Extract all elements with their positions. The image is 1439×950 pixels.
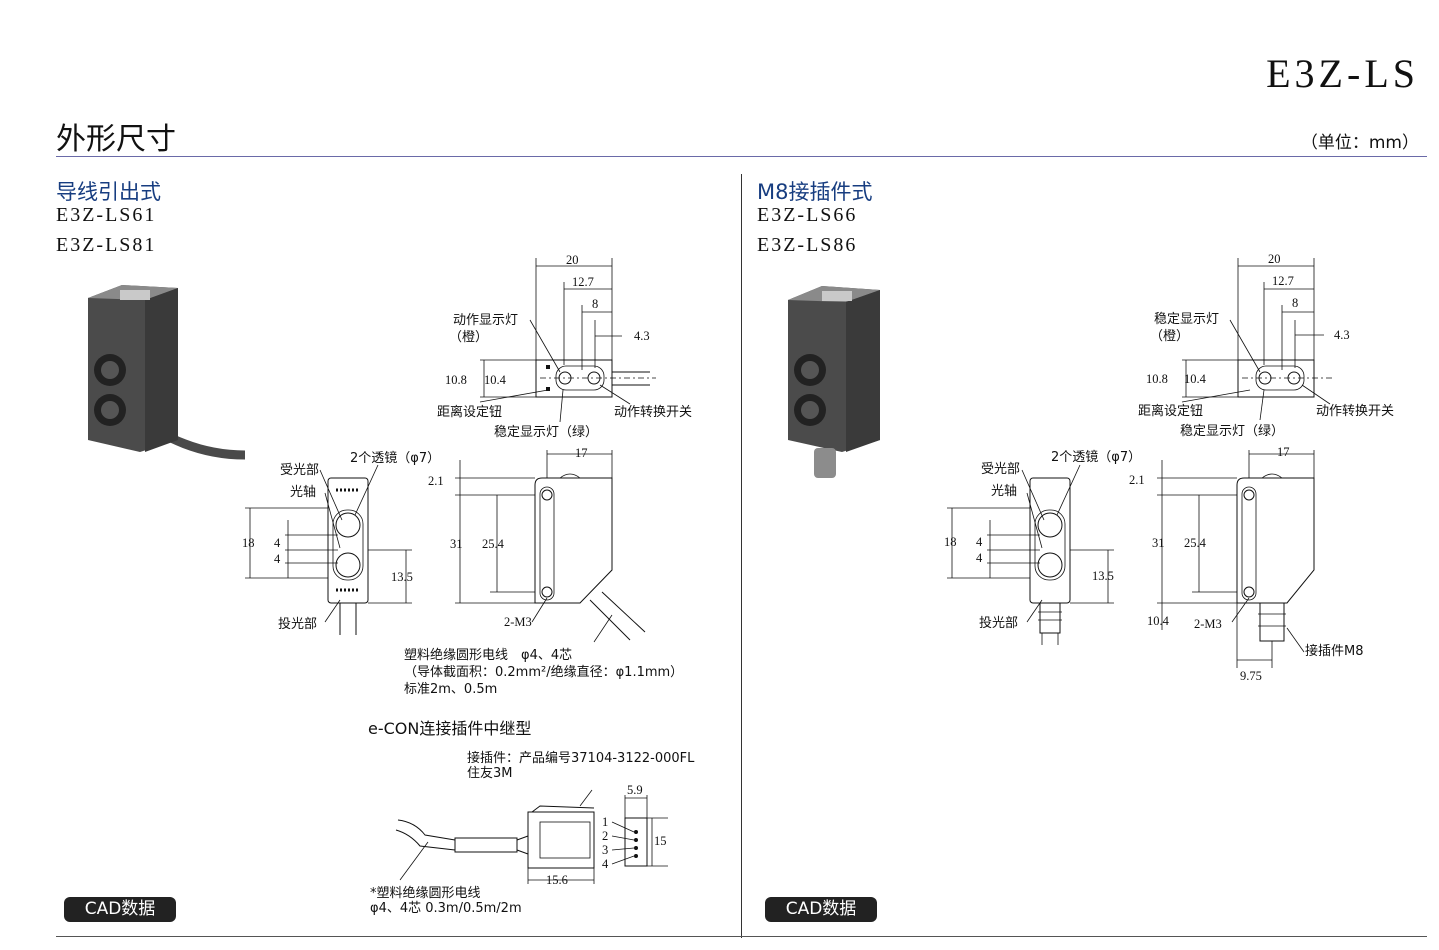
r-label-orange: （橙）: [1150, 329, 1189, 344]
front-view-m8: [947, 464, 1114, 645]
sensor-photo-m8: [788, 286, 880, 478]
r-dim-10-4: 10.4: [1184, 372, 1207, 386]
label-distance-knob: 距离设定钮: [437, 404, 502, 420]
dim-25-4: 25.4: [482, 537, 505, 551]
dim-10-4: 10.4: [484, 373, 507, 387]
header-rule: [56, 156, 1427, 157]
dim-10-8: 10.8: [445, 373, 467, 387]
right-section-title: M8接插件式: [757, 180, 873, 204]
r-dim-9-75: 9.75: [1240, 669, 1262, 683]
dim-12-7: 12.7: [572, 275, 594, 289]
left-drawing: 20 12.7 8 4.3 10.8 10.4 动作显示灯 （橙） 距离设定钮 …: [88, 253, 695, 916]
label-lens: 2个透镜（φ7）: [350, 451, 440, 466]
dim-20: 20: [566, 253, 579, 267]
r-dim-20: 20: [1268, 252, 1281, 266]
dim-4a: 4: [274, 536, 281, 550]
top-view-m8: [1181, 258, 1332, 421]
r-label-optical-axis: 光轴: [991, 484, 1017, 499]
cable-note-1: 塑料绝缘圆形电线 φ4、4芯: [404, 647, 572, 663]
econ-title: e-CON连接插件中继型: [368, 719, 531, 738]
econ-pin-4: 4: [602, 857, 609, 871]
right-drawing: 20 12.7 8 4.3 10.8 10.4 稳定显示灯 （橙） 距离设定钮 …: [788, 252, 1394, 683]
sensor-photo-cable: [88, 285, 246, 460]
r-label-stable-led: 稳定显示灯: [1154, 311, 1219, 327]
r-label-emitter: 投光部: [979, 615, 1018, 631]
column-divider: [741, 174, 742, 938]
r-dim-2-1: 2.1: [1129, 473, 1145, 487]
right-model-1: E3Z-LS66: [757, 204, 858, 226]
econ-connector-note-1: 接插件：产品编号37104-3122-000FL: [467, 750, 695, 766]
cable-note-3: 标准2m、0.5m: [404, 682, 497, 697]
econ-cable-note-1: *塑料绝缘圆形电线: [370, 885, 481, 901]
left-model-1: E3Z-LS61: [56, 204, 157, 226]
right-model-2: E3Z-LS86: [757, 234, 858, 256]
footer-rule: [56, 936, 1427, 937]
dim-8: 8: [592, 297, 598, 311]
r-dim-17: 17: [1277, 445, 1290, 459]
dim-4b: 4: [274, 552, 281, 566]
top-view: [479, 258, 656, 423]
left-model-2: E3Z-LS81: [56, 234, 157, 256]
label-mode-switch: 动作转换开关: [614, 405, 692, 420]
label-stable-led: 稳定显示灯（绿）: [494, 424, 598, 440]
product-code: E3Z-LS: [1266, 51, 1419, 96]
econ-pin-3: 3: [602, 843, 608, 857]
dim-2-1: 2.1: [428, 474, 444, 488]
r-dim-4-3: 4.3: [1334, 328, 1350, 342]
cad-data-button-right[interactable]: CAD数据: [765, 897, 877, 922]
r-label-distance-knob: 距离设定钮: [1138, 403, 1203, 419]
r-dim-25-4: 25.4: [1184, 536, 1207, 550]
r-label-connector: 接插件M8: [1305, 643, 1364, 659]
label-emitter: 投光部: [278, 616, 317, 632]
label-action-led: 动作显示灯: [453, 313, 518, 328]
r-dim-12-7: 12.7: [1272, 274, 1294, 288]
dim-4-3: 4.3: [634, 329, 650, 343]
econ-dim-15: 15: [654, 834, 667, 848]
page-title: 外形尺寸: [56, 122, 176, 157]
r-label-stable-led-green: 稳定显示灯（绿）: [1180, 423, 1284, 439]
econ-dim-15-6: 15.6: [546, 873, 568, 887]
label-orange: （橙）: [449, 330, 488, 345]
dim-18: 18: [242, 536, 255, 550]
label-receiver: 受光部: [280, 463, 319, 478]
r-label-mode-switch: 动作转换开关: [1316, 404, 1394, 419]
r-dim-13-5: 13.5: [1092, 569, 1114, 583]
r-label-lens: 2个透镜（φ7）: [1051, 450, 1141, 465]
r-label-screw: 2-M3: [1194, 617, 1222, 631]
r-dim-18: 18: [944, 535, 957, 549]
r-dim-4a: 4: [976, 535, 983, 549]
econ-drawing: [395, 789, 668, 884]
econ-connector-note-2: 住友3M: [467, 765, 513, 781]
side-view-m8: [1157, 450, 1315, 668]
dim-17: 17: [575, 446, 588, 460]
econ-dim-5-9: 5.9: [627, 783, 643, 797]
econ-cable-note-2: φ4、4芯 0.3m/0.5m/2m: [370, 901, 522, 916]
r-dim-8: 8: [1292, 296, 1298, 310]
econ-pin-1: 1: [602, 815, 608, 829]
cad-data-button-left[interactable]: CAD数据: [64, 897, 176, 922]
cable-note-2: （导体截面积：0.2mm²/绝缘直径：φ1.1mm）: [404, 664, 683, 680]
label-optical-axis: 光轴: [290, 485, 316, 500]
r-dim-31: 31: [1152, 536, 1165, 550]
side-view: [455, 450, 646, 643]
r-label-receiver: 受光部: [981, 462, 1020, 477]
front-view: [245, 464, 412, 635]
label-screw: 2-M3: [504, 615, 532, 629]
left-section-title: 导线引出式: [56, 180, 161, 204]
r-dim-10-4b: 10.4: [1147, 614, 1170, 628]
dim-31: 31: [450, 537, 463, 551]
dim-13-5: 13.5: [391, 570, 413, 584]
unit-note: （单位：mm）: [1300, 133, 1419, 153]
r-dim-4b: 4: [976, 551, 983, 565]
econ-pin-2: 2: [602, 829, 608, 843]
r-dim-10-8: 10.8: [1146, 372, 1168, 386]
